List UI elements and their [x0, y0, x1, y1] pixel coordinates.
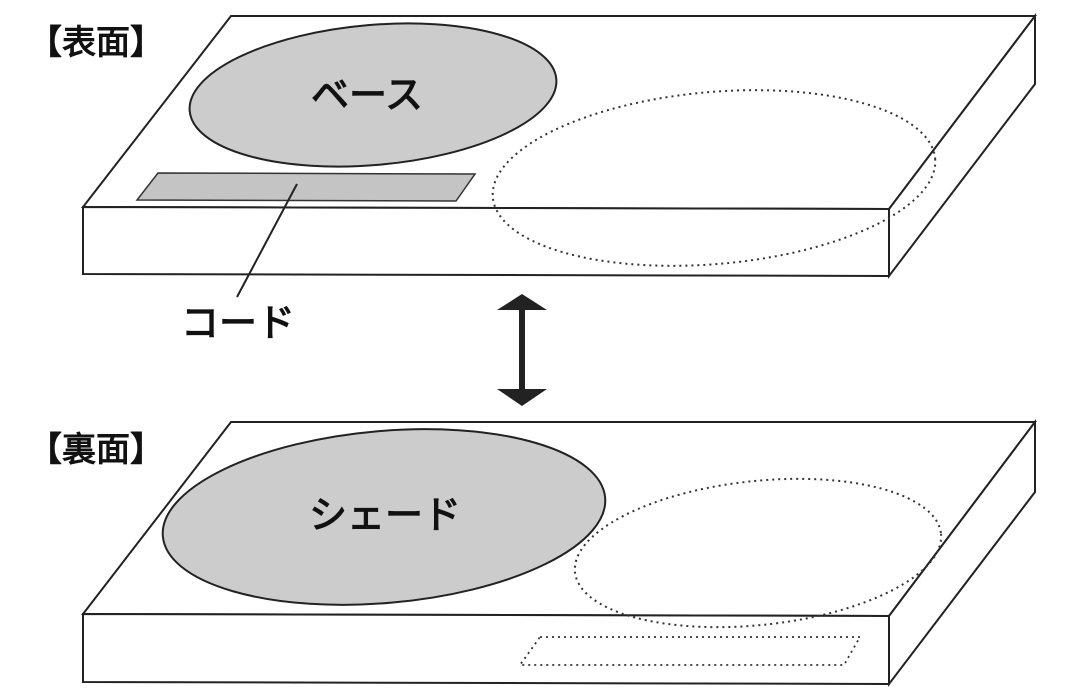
back-board: [80, 419, 1038, 687]
front-board-side-face: [888, 13, 1036, 279]
cord-label: コード: [181, 301, 295, 345]
front-board-front-face: [82, 205, 890, 278]
back-board-front-face: [82, 612, 890, 686]
front-dotted-outline: [491, 89, 937, 267]
base-label: ベース: [311, 73, 423, 117]
base-area: [188, 22, 558, 168]
cord-leader-line: [236, 183, 298, 298]
double-arrow-icon: [497, 294, 547, 406]
back-board-side-face: [888, 419, 1036, 687]
front-face-title: 【表面】: [28, 23, 164, 63]
back-dotted-outline: [573, 477, 943, 629]
shade-area: [161, 428, 607, 606]
cord-strip: [135, 172, 477, 202]
back-face-title: 【裏面】: [28, 430, 164, 470]
shade-label: シェード: [309, 493, 461, 537]
front-board: [80, 13, 1038, 298]
